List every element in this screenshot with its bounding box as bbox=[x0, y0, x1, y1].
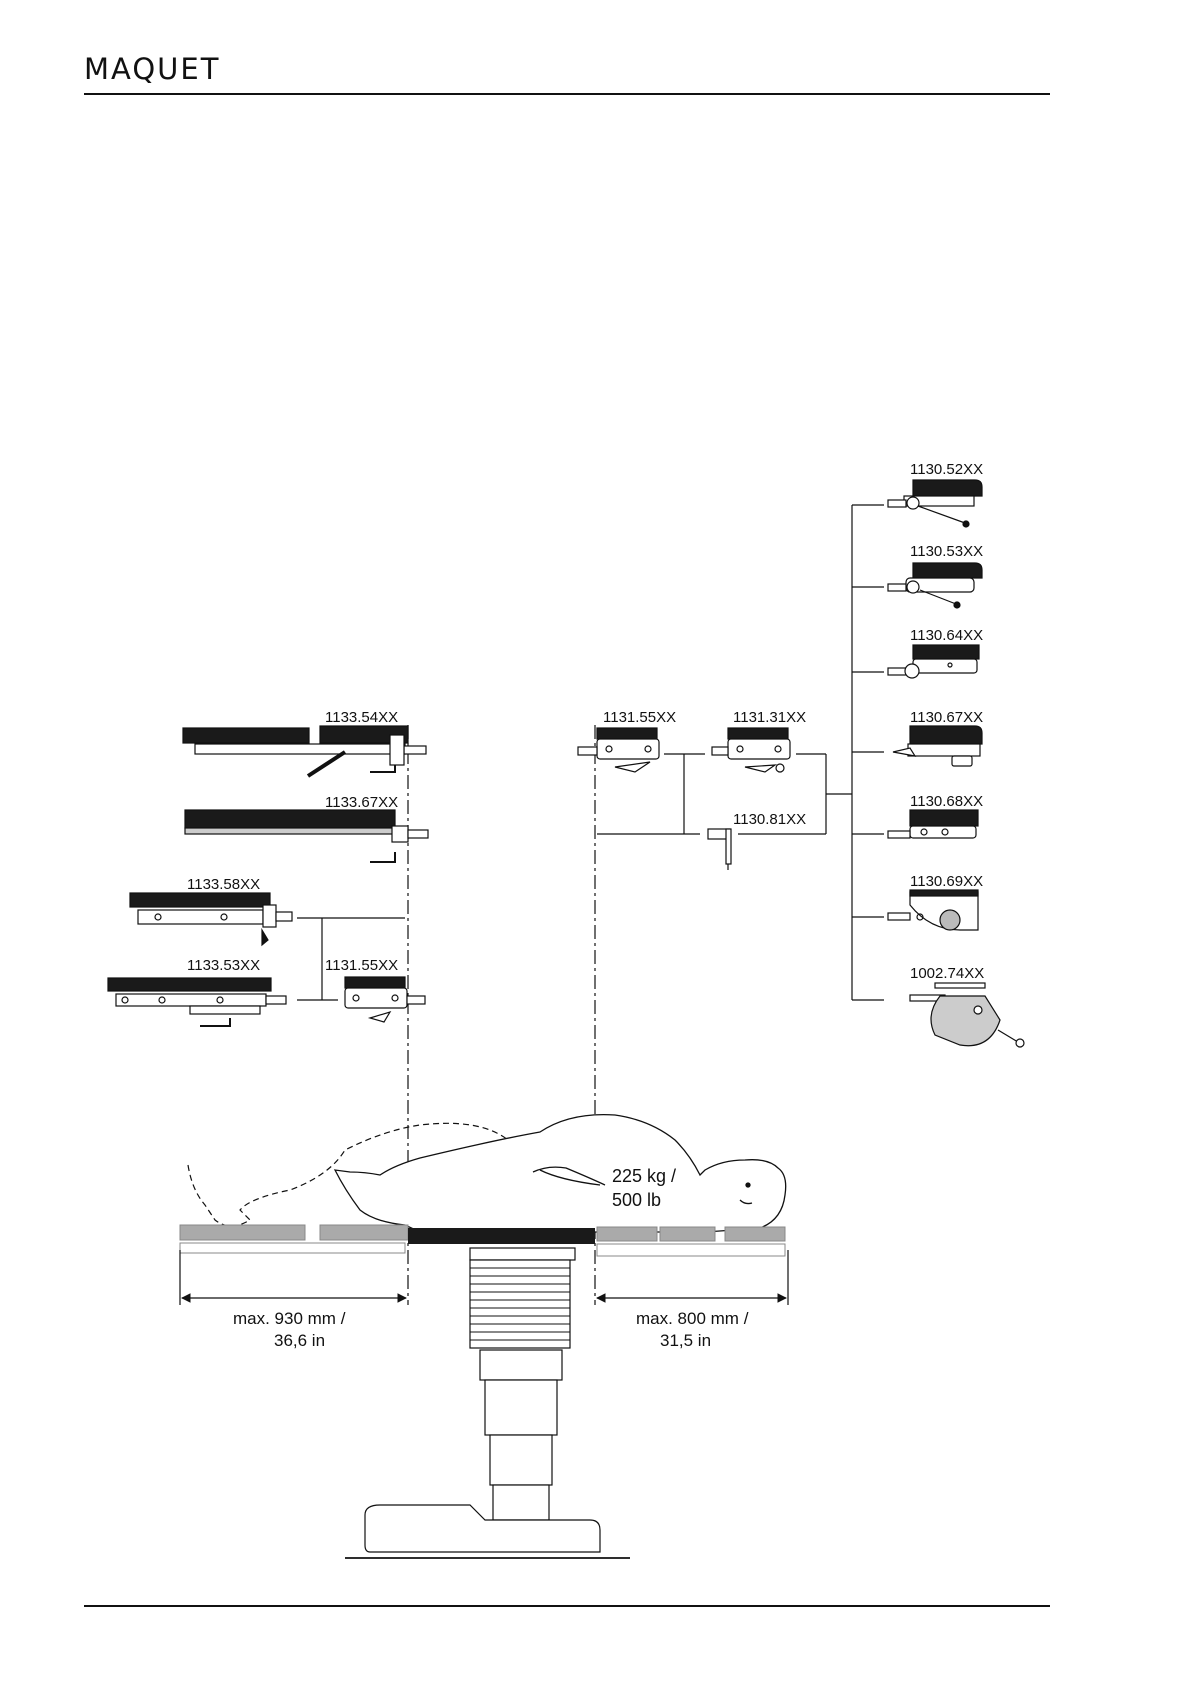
table-top-left-extension bbox=[180, 1225, 408, 1253]
accessory-1130-69 bbox=[888, 890, 978, 930]
label-1130-81: 1130.81XX bbox=[733, 811, 806, 828]
accessory-1133-67 bbox=[185, 810, 428, 862]
weight-line-1: 225 kg / bbox=[612, 1166, 676, 1186]
label-1130-67: 1130.67XX bbox=[910, 709, 983, 726]
connector-lines-right bbox=[852, 505, 884, 1000]
label-1130-53: 1130.53XX bbox=[910, 543, 983, 560]
left-dimension-line-1: max. 930 mm / bbox=[233, 1309, 346, 1328]
accessory-1130-52 bbox=[888, 480, 982, 527]
weight-line-2: 500 lb bbox=[612, 1190, 661, 1210]
table-top-right-extension bbox=[597, 1227, 785, 1256]
label-1133-54: 1133.54XX bbox=[325, 709, 398, 726]
table-top-center bbox=[408, 1228, 595, 1244]
label-1130-68: 1130.68XX bbox=[910, 793, 983, 810]
label-1131-55-middle: 1131.55XX bbox=[603, 709, 676, 726]
accessory-1002-74 bbox=[910, 983, 1024, 1047]
accessory-1131-55-middle bbox=[578, 728, 659, 772]
label-1130-52: 1130.52XX bbox=[910, 461, 983, 478]
accessory-1130-67 bbox=[893, 726, 982, 766]
label-1002-74: 1002.74XX bbox=[910, 965, 984, 982]
accessory-1131-31 bbox=[712, 728, 790, 772]
label-1130-69: 1130.69XX bbox=[910, 873, 983, 890]
label-1133-67: 1133.67XX bbox=[325, 794, 398, 811]
accessory-1130-53 bbox=[888, 563, 982, 608]
label-1133-53: 1133.53XX bbox=[187, 957, 260, 974]
accessory-1130-81 bbox=[708, 829, 731, 870]
right-dimension-line-2: 31,5 in bbox=[660, 1331, 711, 1350]
patient-figure bbox=[335, 1115, 786, 1232]
accessory-1130-68 bbox=[888, 810, 978, 838]
accessory-1133-58 bbox=[130, 893, 292, 945]
accessory-1133-54 bbox=[183, 726, 426, 776]
label-1133-58: 1133.58XX bbox=[187, 876, 260, 893]
right-dimension-line-1: max. 800 mm / bbox=[636, 1309, 749, 1328]
accessory-1130-64 bbox=[888, 645, 979, 678]
label-1130-64: 1130.64XX bbox=[910, 627, 983, 644]
label-1131-31: 1131.31XX bbox=[733, 709, 806, 726]
accessory-1131-55-left bbox=[345, 977, 425, 1022]
accessory-1133-53 bbox=[108, 978, 286, 1026]
table-column bbox=[345, 1248, 630, 1558]
label-1131-55-left: 1131.55XX bbox=[325, 957, 398, 974]
left-dimension-line-2: 36,6 in bbox=[274, 1331, 325, 1350]
